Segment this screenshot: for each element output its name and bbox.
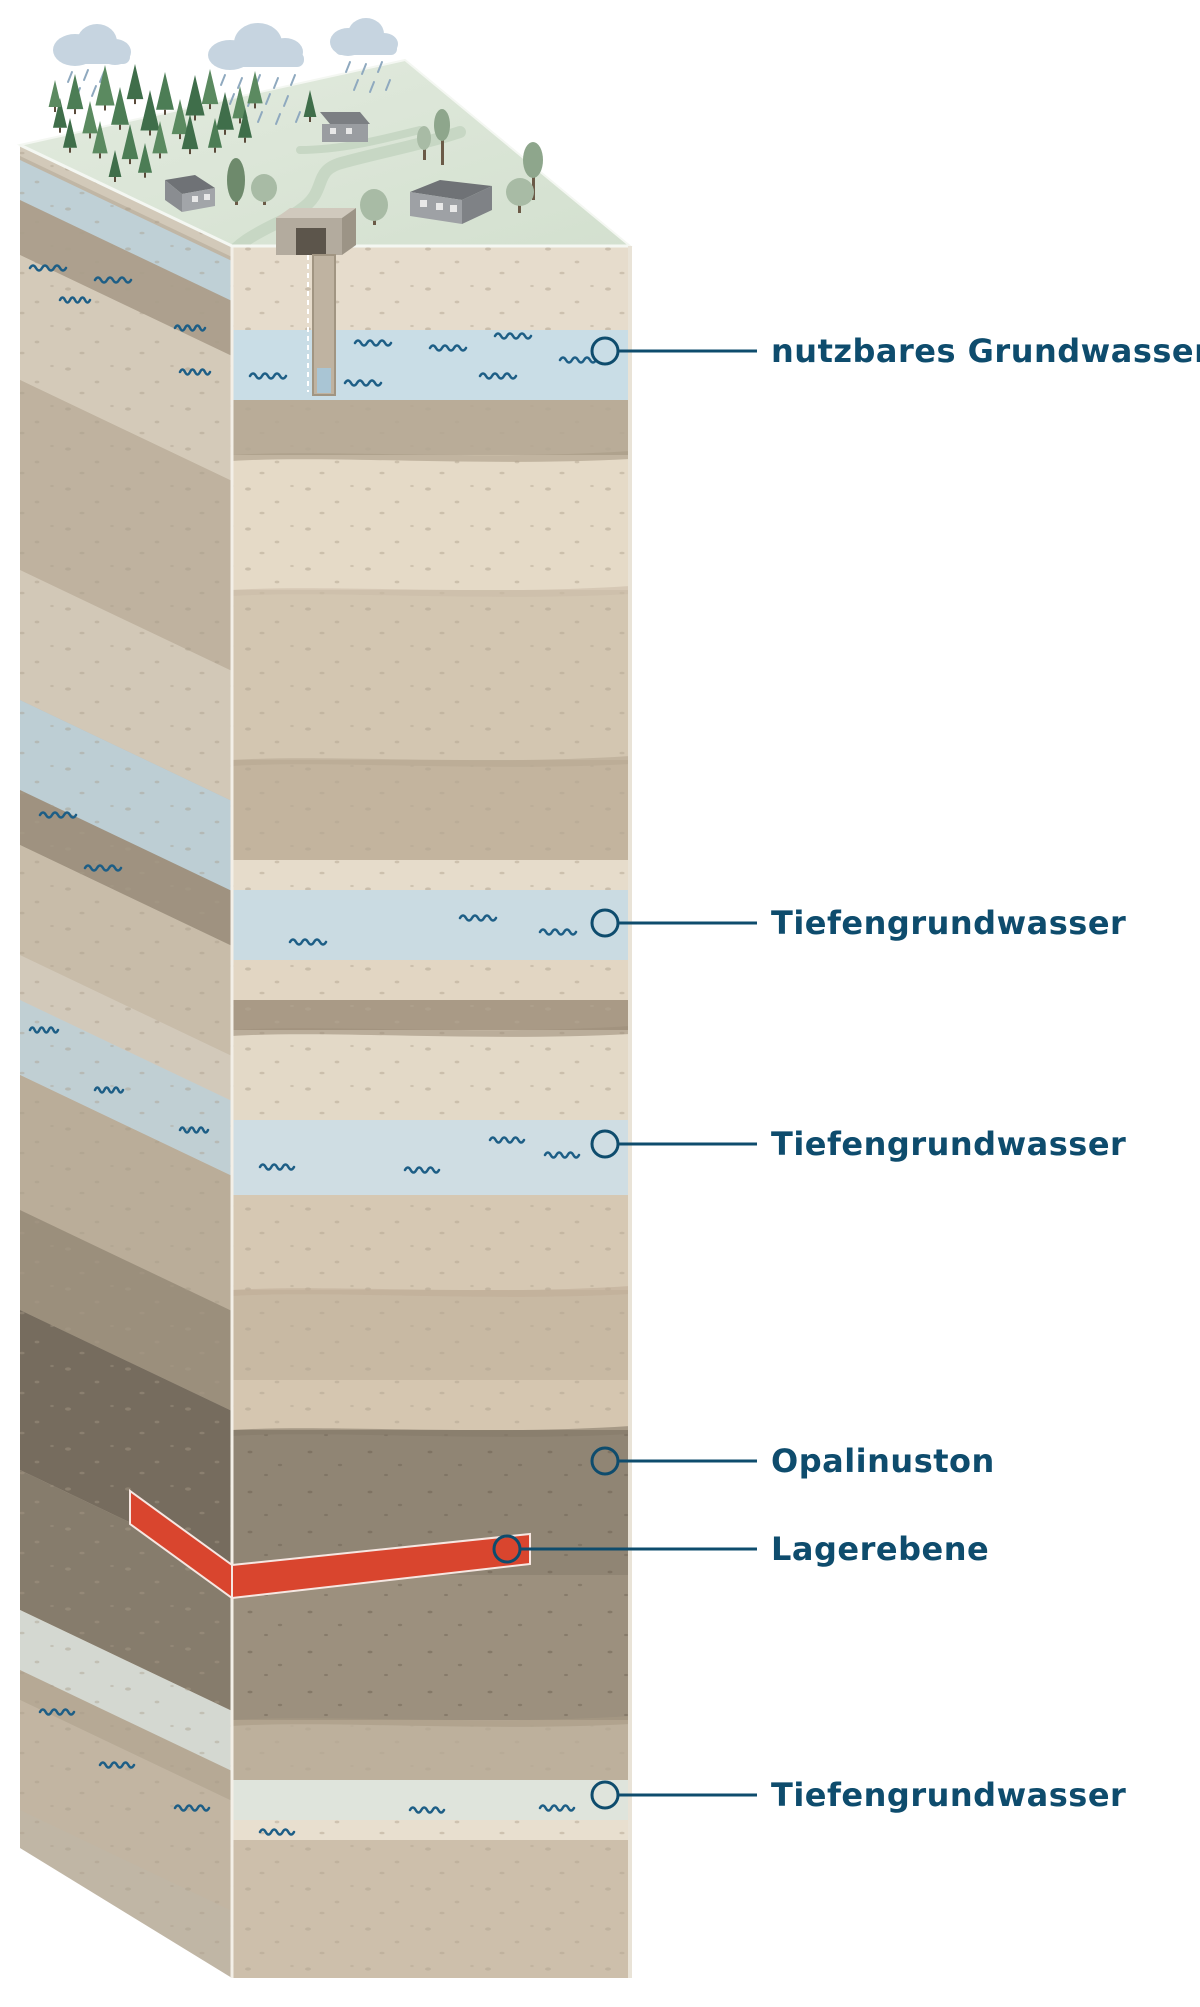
label-tiefengrundwasser-3: Tiefengrundwasser: [590, 1776, 1126, 1814]
label-tiefengrundwasser-1: Tiefengrundwasser: [590, 904, 1126, 942]
label-text: Tiefengrundwasser: [771, 904, 1126, 942]
storage-plane: [129, 1489, 531, 1600]
well-shaft: [307, 254, 336, 396]
label-text: Opalinuston: [771, 1442, 995, 1480]
label-text: Tiefengrundwasser: [771, 1776, 1126, 1814]
rain-drops: [67, 61, 391, 125]
house-icon: [410, 180, 492, 224]
label-lagerebene: Lagerebene: [492, 1530, 989, 1568]
path-line: [219, 126, 466, 268]
forest: [48, 64, 317, 182]
label-tiefengrundwasser-2: Tiefengrundwasser: [590, 1125, 1126, 1163]
column-left-face: [20, 145, 232, 1978]
column-front-face: [232, 246, 630, 1978]
house-icon: [320, 112, 370, 142]
cloud-icon: [330, 18, 398, 56]
label-nutzbares-grundwasser: nutzbares Grundwasser: [590, 332, 1200, 370]
label-opalinuston: Opalinuston: [590, 1442, 995, 1480]
column-edges: [19, 143, 632, 1978]
label-text: Lagerebene: [771, 1530, 989, 1568]
cloud-icon: [208, 23, 304, 70]
label-text: nutzbares Grundwasser: [771, 332, 1200, 370]
cloud-icon: [53, 24, 131, 66]
house-icon: [165, 175, 215, 212]
rain-clouds: [53, 18, 398, 125]
tree-icons: [227, 109, 543, 225]
groundwater-waves: [28, 264, 598, 1836]
label-text: Tiefengrundwasser: [771, 1125, 1126, 1163]
well-building: [276, 208, 356, 255]
labels: nutzbares Grundwasser Tiefengrundwasser …: [492, 332, 1200, 1814]
